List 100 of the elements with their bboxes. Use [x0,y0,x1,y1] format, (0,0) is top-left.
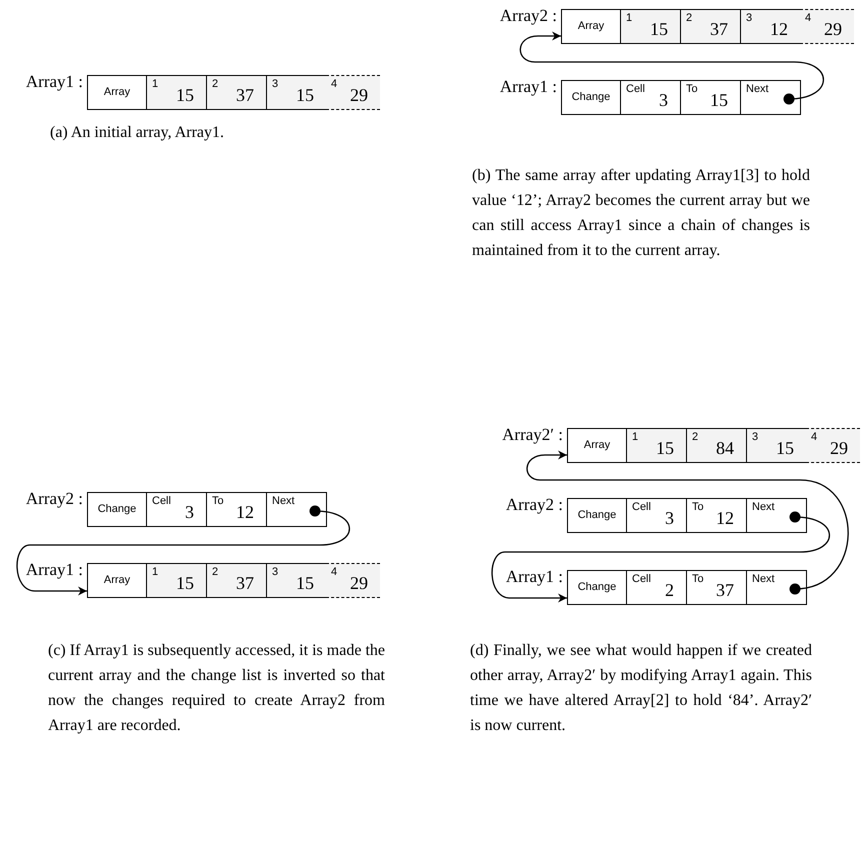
caption: (c) If Array1 is subsequently accessed, it is made the current array and the change list is inverted so that now the changes required to create Array2 from Array1 are recorded. [48,641,385,736]
index-number: 3 [272,79,278,90]
array-cell [746,570,807,605]
array-cell [620,80,681,115]
index-number: 1 [626,13,632,24]
index-number: 4 [805,13,812,24]
index-number: 4 [331,79,338,90]
array-cell [626,570,687,605]
index-number: 1 [152,567,158,578]
pointer-arrow [492,512,830,602]
array-cell [806,428,860,463]
array-cell [561,9,621,44]
cell-value: 15 [650,20,668,38]
cell-value: 2 [665,581,674,599]
index-number: 1 [152,79,158,90]
cell-label: Change [98,504,136,515]
index-number: 3 [746,13,752,24]
cell-label: Cell [152,496,171,507]
pointer-arrow [16,506,350,596]
array-cell [206,563,267,598]
cell-value: 29 [830,439,848,457]
array-cell [266,492,327,527]
cell-value: 37 [716,581,734,599]
array-cell [266,75,327,110]
cell-value: 84 [716,439,734,457]
cell-value: 29 [824,20,842,38]
cell-label: To [686,84,698,95]
index-number: 2 [212,567,218,578]
array-cell [87,492,147,527]
array-cell [146,75,207,110]
index-number: 1 [632,432,638,443]
cell-value: 3 [185,503,194,521]
array-cell [626,428,687,463]
array-cell [746,498,807,533]
cell-label: Array [104,575,130,586]
cell-value: 29 [350,86,368,104]
array-cell [686,498,747,533]
cell-value: 37 [236,574,254,592]
array-name: Array1 : [506,566,564,588]
array-cell [567,570,627,605]
caption: (b) The same array after updating Array1[3] to hold value ‘12’; Array2 becomes the current array but we can still access Array1 since a chain of changes is maintained from it to the current array. [472,166,810,261]
cell-value: 15 [776,439,794,457]
array-cell [626,498,687,533]
array-cell [567,428,627,463]
caption: (d) Finally, we see what would happen if we created other array, Array2′ by modifying Array1 again. This time we have altered Array[2] to hold ‘84’. Array2′ is now current. [470,641,812,736]
array-cell [567,498,627,533]
array-cell [87,75,147,110]
cell-label: Array [104,87,130,98]
cell-value: 15 [710,91,728,109]
cell-label: To [692,502,704,513]
cell-value: 12 [236,503,254,521]
array-cell [326,75,380,110]
cell-label: To [692,574,704,585]
cell-value: 37 [236,86,254,104]
caption: (a) An initial array, Array1. [50,123,226,143]
array-name: Array1 : [26,71,84,92]
array-cell [146,563,207,598]
array-cell [800,9,854,44]
cell-label: Array [578,21,604,32]
cell-label: Cell [632,502,651,513]
array-cell [686,570,747,605]
cell-label: To [212,496,224,507]
index-number: 4 [331,567,338,578]
cell-label: Next [752,502,775,513]
cell-value: 15 [656,439,674,457]
pointer-arrow [520,32,824,104]
index-number: 2 [212,79,218,90]
cell-value: 3 [659,91,668,109]
cell-label: Next [272,496,295,507]
array-cell [146,492,207,527]
array-cell [326,563,380,598]
array-name: Array2 : [26,488,84,510]
cell-value: 15 [176,86,194,104]
cell-label: Change [578,582,616,593]
cell-value: 37 [710,20,728,38]
cell-label: Change [572,92,610,103]
cell-label: Cell [626,84,645,95]
array-name: Array2′ : [502,424,564,446]
cell-value: 12 [770,20,788,38]
cell-label: Cell [632,574,651,585]
array-cell [740,80,801,115]
array-cell [740,9,801,44]
array-cell [680,9,741,44]
array-cell [206,492,267,527]
array-cell [266,563,327,598]
cell-value: 12 [716,509,734,527]
array-name: Array2 : [506,494,564,516]
cell-value: 15 [176,574,194,592]
index-number: 4 [811,432,818,443]
index-number: 2 [692,432,698,443]
cell-value: 15 [296,574,314,592]
array-cell [686,428,747,463]
cell-label: Change [578,510,616,521]
cell-value: 3 [665,509,674,527]
array-name: Array2 : [500,5,558,26]
array-cell [561,80,621,115]
array-name: Array1 : [26,559,84,580]
cell-value: 15 [296,86,314,104]
array-cell [206,75,267,110]
array-cell [746,428,807,463]
